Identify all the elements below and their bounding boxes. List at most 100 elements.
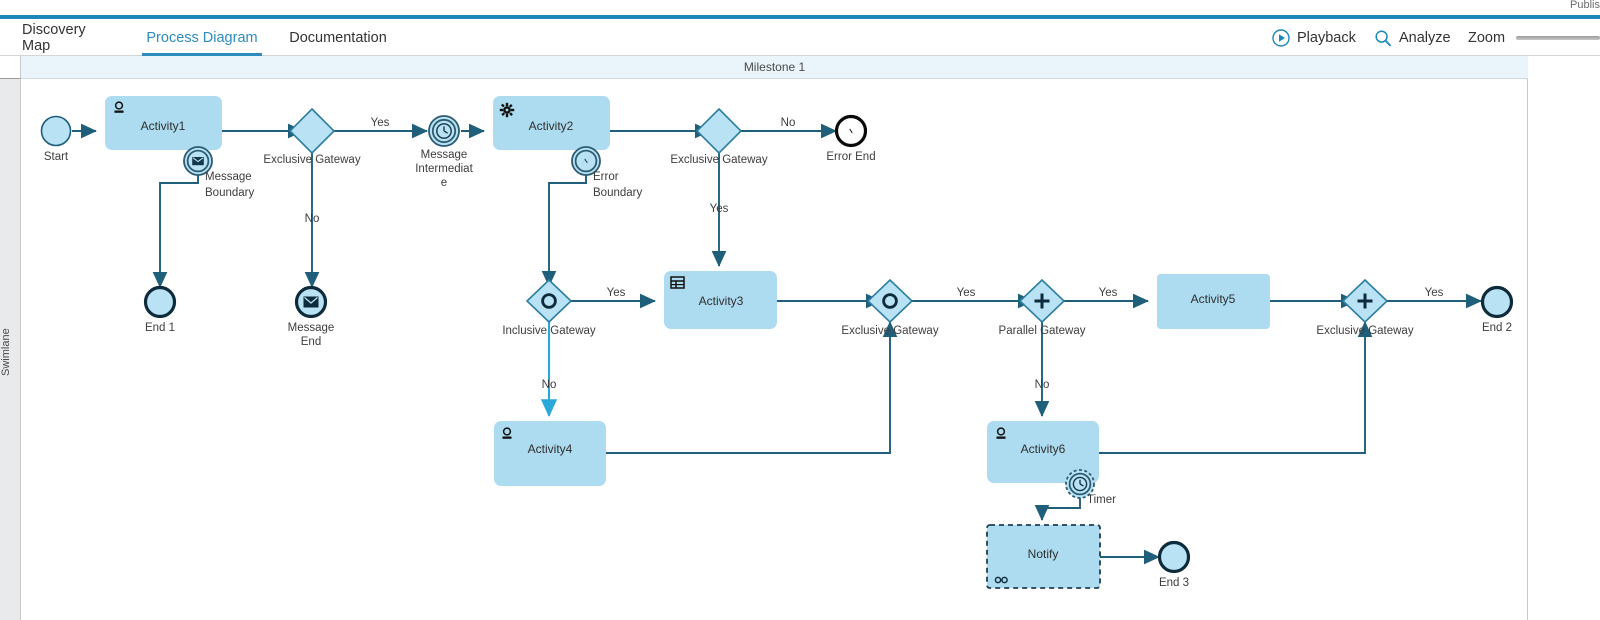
event-label: End 1: [145, 322, 175, 334]
task-activity4[interactable]: Activity4: [494, 421, 606, 486]
event-label-line3: e: [441, 177, 447, 189]
gateway-exclusive-2[interactable]: Exclusive Gateway: [670, 107, 768, 166]
task-activity1[interactable]: Activity1: [105, 96, 222, 150]
zoom-label: Zoom: [1468, 29, 1506, 46]
flow-label: No: [305, 213, 320, 225]
gateway-label: Parallel Gateway: [999, 325, 1086, 337]
task-label: Notify: [1028, 547, 1059, 561]
event-message-end[interactable]: Message End: [288, 285, 335, 349]
boundary-event-timer[interactable]: Timer: [1065, 469, 1116, 506]
play-circle-icon: [1272, 28, 1290, 47]
gateway-exclusive-4[interactable]: Exclusive Gateway: [1316, 278, 1414, 337]
playback-button[interactable]: Playback: [1272, 19, 1356, 56]
event-label-line2: Intermediat: [415, 163, 473, 175]
event-label: End 3: [1159, 577, 1189, 589]
analyze-button[interactable]: Analyze: [1374, 19, 1451, 56]
event-label-line2: End: [301, 336, 321, 348]
event-error-end[interactable]: Error End: [826, 114, 876, 164]
task-activity3[interactable]: Activity3: [664, 271, 777, 329]
task-activity2[interactable]: Activity2: [493, 96, 610, 150]
boundary-event-message[interactable]: Message Boundary: [183, 146, 254, 199]
flow-label: No: [781, 117, 796, 129]
flow-act4-gw4: [606, 321, 898, 454]
flow-msgbnd-end1: [152, 175, 199, 288]
gateway-exclusive-1[interactable]: Exclusive Gateway: [263, 107, 361, 166]
tab-documentation[interactable]: Documentation: [289, 19, 387, 56]
boundary-label: Timer: [1087, 494, 1116, 506]
link-icon: [994, 576, 1008, 584]
gateway-inclusive[interactable]: Inclusive Gateway: [502, 278, 596, 337]
clock-icon: [436, 123, 452, 139]
gateway-label: Exclusive Gateway: [1316, 325, 1413, 337]
publish-strip: Publis: [0, 0, 1600, 15]
tab-process-diagram[interactable]: Process Diagram: [142, 19, 262, 56]
event-end3[interactable]: End 3: [1157, 540, 1191, 590]
event-label: Message: [288, 322, 335, 334]
flow-label: Yes: [957, 287, 976, 299]
task-activity5[interactable]: Activity5: [1157, 274, 1270, 329]
gateway-exclusive-3[interactable]: Exclusive Gateway: [841, 278, 939, 337]
event-label: Error End: [826, 151, 875, 163]
task-notify[interactable]: Notify: [986, 524, 1101, 589]
task-label: Activity1: [141, 119, 186, 133]
publish-button[interactable]: Publis: [1570, 0, 1600, 11]
task-activity6[interactable]: Activity6: [987, 421, 1099, 483]
gateway-parallel[interactable]: Parallel Gateway: [999, 278, 1086, 337]
diagram-canvas[interactable]: [21, 79, 1528, 620]
circle-icon: [882, 293, 898, 309]
magnifier-icon: [1374, 29, 1392, 47]
flow-label: No: [1035, 379, 1050, 391]
event-label: Message: [421, 149, 468, 161]
milestone-label: Milestone 1: [743, 60, 806, 74]
task-label: Activity6: [1021, 442, 1066, 456]
bolt-icon: [846, 125, 856, 137]
event-message-intermediate[interactable]: Message Intermediat e: [415, 115, 474, 189]
envelope-icon: [192, 157, 204, 166]
flow-timer-notify: [1034, 498, 1081, 521]
analyze-label: Analyze: [1399, 29, 1451, 46]
tab-label: Documentation: [289, 29, 387, 46]
plus-icon: [1357, 293, 1373, 309]
form-task-icon: [670, 276, 685, 289]
tab-discovery-map[interactable]: Discovery Map: [18, 19, 112, 56]
plus-icon: [1034, 293, 1050, 309]
flow-label: No: [542, 379, 557, 391]
tab-label: Process Diagram: [146, 29, 258, 46]
boundary-label: Message: [205, 171, 252, 183]
boundary-label-line2: Boundary: [593, 187, 642, 199]
flow-label: Yes: [371, 117, 390, 129]
flow-label: Yes: [607, 287, 626, 299]
clock-icon: [1072, 476, 1088, 492]
zoom-slider[interactable]: [1516, 36, 1600, 40]
circle-icon: [541, 293, 557, 309]
task-label: Activity3: [699, 294, 744, 308]
boundary-event-error[interactable]: Error Boundary: [571, 146, 642, 199]
envelope-icon: [303, 296, 319, 308]
task-label: Activity5: [1191, 292, 1236, 306]
event-label: Start: [44, 151, 69, 163]
gateway-label: Exclusive Gateway: [263, 154, 360, 166]
flow-errbnd-gw3: [541, 175, 587, 287]
event-end2[interactable]: End 2: [1480, 285, 1514, 335]
user-task-icon: [114, 101, 124, 113]
zoom-control-group: Zoom: [1468, 19, 1505, 56]
swimlane-header[interactable]: Swimlane: [0, 56, 21, 620]
event-start[interactable]: Start: [40, 115, 72, 164]
flow-act6-gw6: [1099, 321, 1373, 454]
lane-corner: [0, 56, 21, 79]
user-task-icon: [502, 427, 512, 439]
bolt-icon: [581, 155, 591, 166]
boundary-label: Error: [593, 171, 619, 183]
flow-label: Yes: [1099, 287, 1118, 299]
service-task-icon: [499, 102, 515, 118]
gateway-label: Inclusive Gateway: [502, 325, 596, 337]
gateway-label: Exclusive Gateway: [841, 325, 938, 337]
milestone-header[interactable]: Milestone 1: [21, 56, 1528, 79]
accent-rule: [0, 15, 1600, 19]
event-label: End 2: [1482, 322, 1512, 334]
gateway-label: Exclusive Gateway: [670, 154, 767, 166]
event-end1[interactable]: End 1: [143, 285, 177, 335]
flow-label: Yes: [1425, 287, 1444, 299]
